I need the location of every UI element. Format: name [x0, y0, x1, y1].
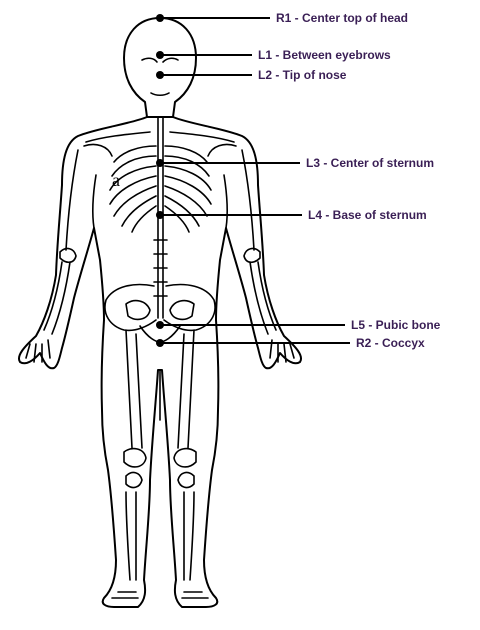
point-marker-l5 — [156, 321, 164, 329]
callout-layer: R1 - Center top of head L1 - Between eyeb… — [156, 11, 441, 350]
label-r1: R1 - Center top of head — [276, 11, 408, 25]
stray-letter: a — [112, 170, 120, 191]
skeleton-bones — [26, 118, 294, 598]
label-l4: L4 - Base of sternum — [308, 208, 427, 222]
point-marker-l2 — [156, 71, 164, 79]
label-l5: L5 - Pubic bone — [351, 318, 441, 332]
point-marker-r2 — [156, 339, 164, 347]
label-l1: L1 - Between eyebrows — [258, 48, 391, 62]
label-l3: L3 - Center of sternum — [306, 156, 434, 170]
label-l2: L2 - Tip of nose — [258, 68, 347, 82]
label-r2: R2 - Coccyx — [356, 336, 425, 350]
point-marker-l4 — [156, 211, 164, 219]
point-marker-r1 — [156, 14, 164, 22]
point-marker-l1 — [156, 51, 164, 59]
body-outline — [19, 18, 301, 607]
point-marker-l3 — [156, 159, 164, 167]
